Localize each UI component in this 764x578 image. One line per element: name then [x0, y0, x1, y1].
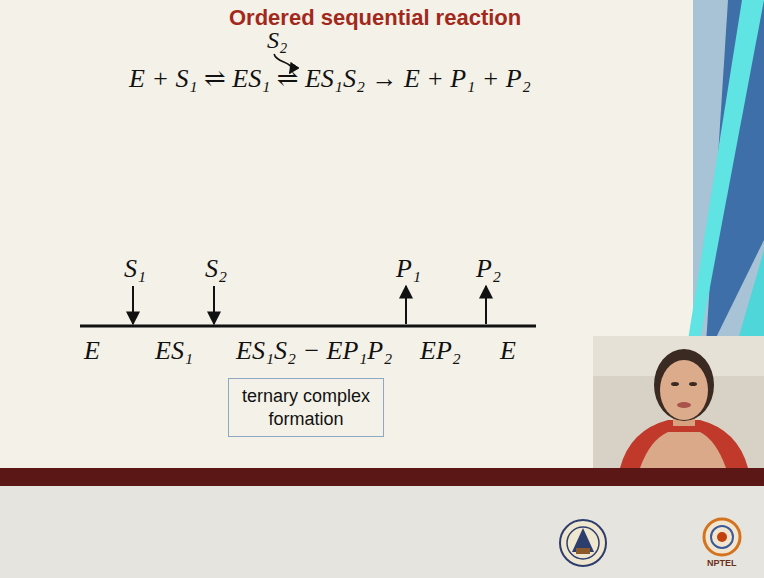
product-symbol: P₂	[476, 256, 501, 282]
logo-ring	[704, 519, 740, 555]
substrate-symbol: S₂	[205, 256, 227, 282]
enzyme-form: ES₁	[155, 338, 193, 364]
slide-title: Ordered sequential reaction	[229, 7, 521, 29]
webcam-picture	[593, 336, 764, 468]
presenter-eye	[671, 382, 679, 386]
enzyme-form: EP₂	[420, 338, 461, 364]
substrate-arrow	[213, 286, 215, 324]
institute-logo	[560, 520, 606, 566]
logo-emblem	[576, 548, 590, 554]
reaction-equation: E + S₁ ⇌ ES₁ ⇌ ES₁S₂ → E + P₁ + P₂	[129, 66, 531, 92]
presenter-eye	[689, 382, 697, 386]
enzyme-form: ES₁S₂ − EP₁P₂	[236, 338, 392, 364]
product-symbol: P₁	[396, 256, 421, 282]
logo-ring	[560, 520, 606, 566]
logo-caption: NPTEL	[707, 559, 737, 568]
logo-center	[717, 532, 727, 542]
nptel-logo	[704, 519, 740, 555]
presenter-clothes	[640, 432, 726, 468]
enzyme-form: E	[84, 338, 100, 364]
logo-ring	[567, 527, 599, 559]
side-stripe	[688, 0, 764, 340]
presenter-mouth	[677, 402, 691, 408]
presenter-face	[660, 360, 708, 420]
substrate-symbol: S₁	[124, 256, 146, 282]
webcam-ground	[593, 336, 764, 468]
presenter-hair	[654, 349, 714, 421]
enzyme-form: E	[500, 338, 516, 364]
footer-band	[0, 468, 764, 486]
substrate-arrow	[132, 286, 134, 324]
product-arrow	[405, 286, 407, 324]
slide-ground	[0, 0, 764, 470]
box-text: ternary complex formation	[237, 385, 375, 430]
product-arrow	[485, 286, 487, 324]
substrate-symbol: S₂	[267, 28, 287, 52]
footer-ground	[0, 486, 764, 578]
text-box: ternary complex formation	[228, 378, 384, 437]
logo-ring	[711, 526, 733, 548]
timeline-line	[80, 325, 536, 328]
presenter-clothes	[620, 420, 748, 468]
